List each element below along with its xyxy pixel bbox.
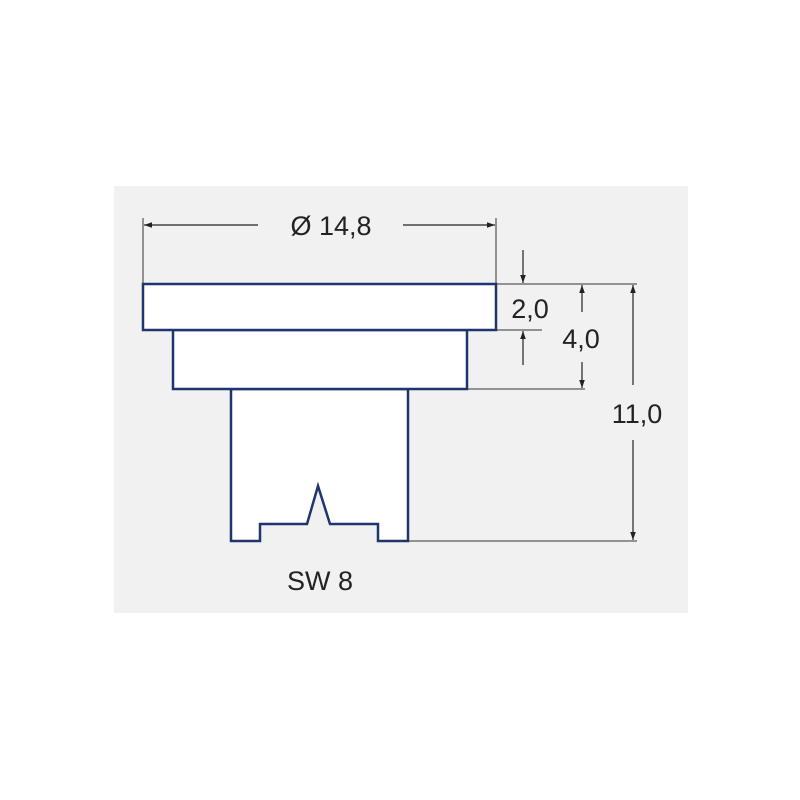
wrench-size-label: SW 8 xyxy=(287,566,353,596)
part-outline xyxy=(141,282,498,543)
upper-height-label: 4,0 xyxy=(562,324,600,354)
flange-height-label: 2,0 xyxy=(511,294,549,324)
stem-and-hex xyxy=(229,387,410,543)
upper-body xyxy=(171,328,469,391)
extension-lines xyxy=(142,218,637,542)
diameter-label: Ø 14,8 xyxy=(290,211,371,241)
total-height-label: 11,0 xyxy=(612,399,663,429)
flange xyxy=(141,282,498,332)
